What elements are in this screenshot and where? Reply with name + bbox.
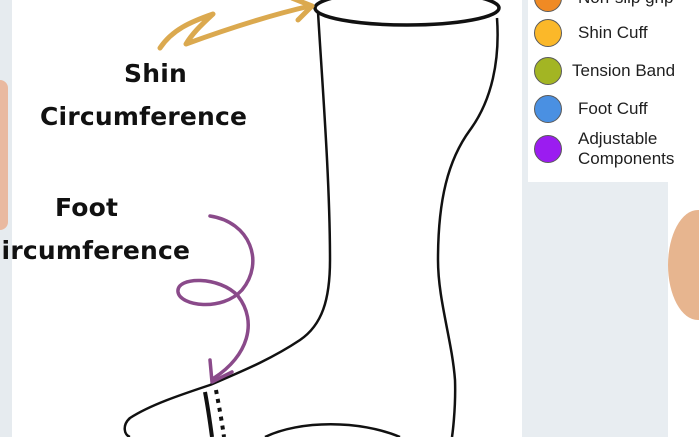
legend-item-tension-band: Tension Band [528, 57, 675, 85]
legend-label: Adjustable Components [578, 129, 699, 169]
foot-label-line1: Foot [55, 193, 118, 222]
shin-cuff-ring [315, 0, 499, 25]
foot-label-line2: Circumference [0, 236, 190, 265]
legend-item-shin-cuff: Shin Cuff [528, 19, 648, 47]
legend-label: Non-slip grip [578, 0, 673, 8]
legend-dot-purple [534, 135, 562, 163]
foot-cuff-band [205, 392, 212, 437]
legend-item-adjustable-components: Adjustable Components [528, 135, 699, 163]
legend-dot-yellow [534, 19, 562, 47]
boot-heel-curve [265, 424, 400, 437]
legend-dot-olive [534, 57, 562, 85]
legend-label: Foot Cuff [578, 99, 648, 119]
foot-cuff-stitch [216, 390, 224, 437]
legend-panel: Non-slip grip Shin Cuff Tension Band Foo… [528, 0, 699, 182]
legend-label: Shin Cuff [578, 23, 648, 43]
shin-label-line2: Circumference [40, 102, 247, 131]
legend-dot-orange [534, 0, 562, 12]
legend-item-foot-cuff: Foot Cuff [528, 95, 648, 123]
legend-dot-blue [534, 95, 562, 123]
boot-back-outline [438, 18, 498, 437]
shin-label-line1: Shin [124, 59, 187, 88]
shin-arrow [160, 6, 310, 48]
legend-label: Tension Band [572, 61, 675, 81]
legend-item-non-slip-grip: Non-slip grip [528, 0, 673, 12]
